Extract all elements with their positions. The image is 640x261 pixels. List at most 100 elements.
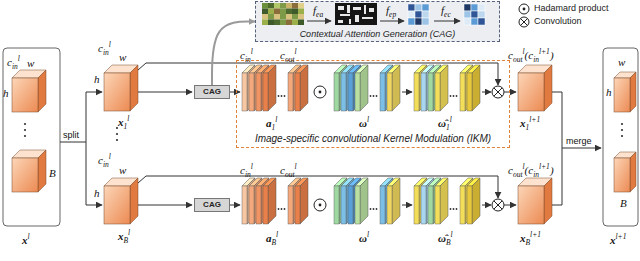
photo-cell [262,3,268,9]
attention-cell [422,4,429,11]
symbol: w [119,164,126,176]
attention-cell [422,18,429,25]
photo-cell [268,20,274,26]
kernel-slab [334,73,339,111]
math-label: xBl [118,226,130,247]
kernel-slab [288,186,293,224]
attention-cell [408,4,415,11]
kernel-slab [387,186,392,224]
edge-map-stroke [349,19,351,24]
kernel-slab [414,186,419,224]
edge-map-stroke [364,5,366,14]
edge-map-stroke [355,15,359,22]
superscript: l [251,47,253,56]
symbol: c [508,49,513,61]
flow-arrow [138,92,192,93]
attention-module-region: Contextual Attention Generation (CAG) [255,1,500,42]
kernel-slab [249,186,254,224]
kernel-slab [256,73,261,111]
attention-cell [478,4,485,11]
math-label: cinl [98,38,111,59]
symbol: B [620,197,627,209]
photo-cell [262,20,268,26]
superscript: l+1 [539,162,550,171]
superscript: l [367,115,369,124]
kernel-slab [414,73,419,111]
subscript: ec [444,10,451,19]
subscript: 1 [272,123,276,132]
kernel-slab [460,73,465,111]
symbol: x [520,232,526,244]
ellipsis-dot [370,208,372,210]
superscript: l [367,230,369,239]
symbol: w [27,57,34,69]
cube-front [104,186,130,224]
photo-cell [280,3,286,9]
flow-arrow [402,205,412,206]
symbol: x [520,117,526,129]
symbol: c [280,164,285,176]
superscript: l [451,230,453,239]
flow-arrow [504,205,516,206]
subscript: B [446,238,451,247]
attention-cell [464,18,471,25]
kernel-slab [263,73,268,111]
cag-block: CAG [194,85,230,99]
kernel-slab [435,73,440,111]
hadamard-dot [319,91,322,94]
process-arrow [434,21,460,22]
cube-front [614,78,630,112]
kernel-slab [435,186,440,224]
kernel-slab [421,186,426,224]
ellipsis-dot [281,95,283,97]
cube-front [518,186,544,224]
photo-cell [292,3,298,9]
symbol: w [119,51,126,63]
flow-arrow [504,92,516,93]
legend: Hadamard productConvolution [518,2,609,28]
photo-cell [268,14,274,20]
symbol: w [618,56,625,68]
ellipsis-dot [24,135,26,137]
kernel-slab-side [268,65,276,111]
subscript: out [285,170,295,179]
symbol: x [118,116,124,128]
symbol: h [94,187,100,199]
ellipsis-dot [284,95,286,97]
kernel-slab [355,73,360,111]
ellipsis-dot [621,135,623,137]
math-label: h [3,87,9,100]
kernel-slab [460,186,465,224]
cube-side [544,65,552,111]
edge-map-stroke [369,8,374,12]
ellipsis-dot [621,129,623,131]
math-label: w [119,164,126,177]
cube-side [130,65,138,111]
kernel-slab [355,186,360,224]
ellipsis-dot [376,95,378,97]
subscript: B [526,238,531,247]
split-line [86,92,87,205]
photo-cell [298,14,304,20]
math-label: w [119,51,126,64]
edge-map [335,3,377,25]
legend-symbol [518,3,530,15]
cube-side [38,70,46,112]
kernel-slab-side [360,178,368,224]
photo-cell [280,9,286,15]
symbol: a [266,117,272,129]
ellipsis-dot [24,123,26,125]
hadamard-dot [523,7,526,10]
ellipsis-dot [450,208,452,210]
block-label: CAG [203,87,221,97]
photo-cell [268,3,274,9]
subscript: 1 [526,123,530,132]
math-label: fep [386,4,396,21]
legend-text: Hadamard product [534,2,609,15]
photo-cell [286,9,292,15]
attention-cell [471,18,478,25]
edge-map-stroke [338,20,343,23]
merge-arrow [562,148,601,149]
symbol: x [22,234,28,246]
